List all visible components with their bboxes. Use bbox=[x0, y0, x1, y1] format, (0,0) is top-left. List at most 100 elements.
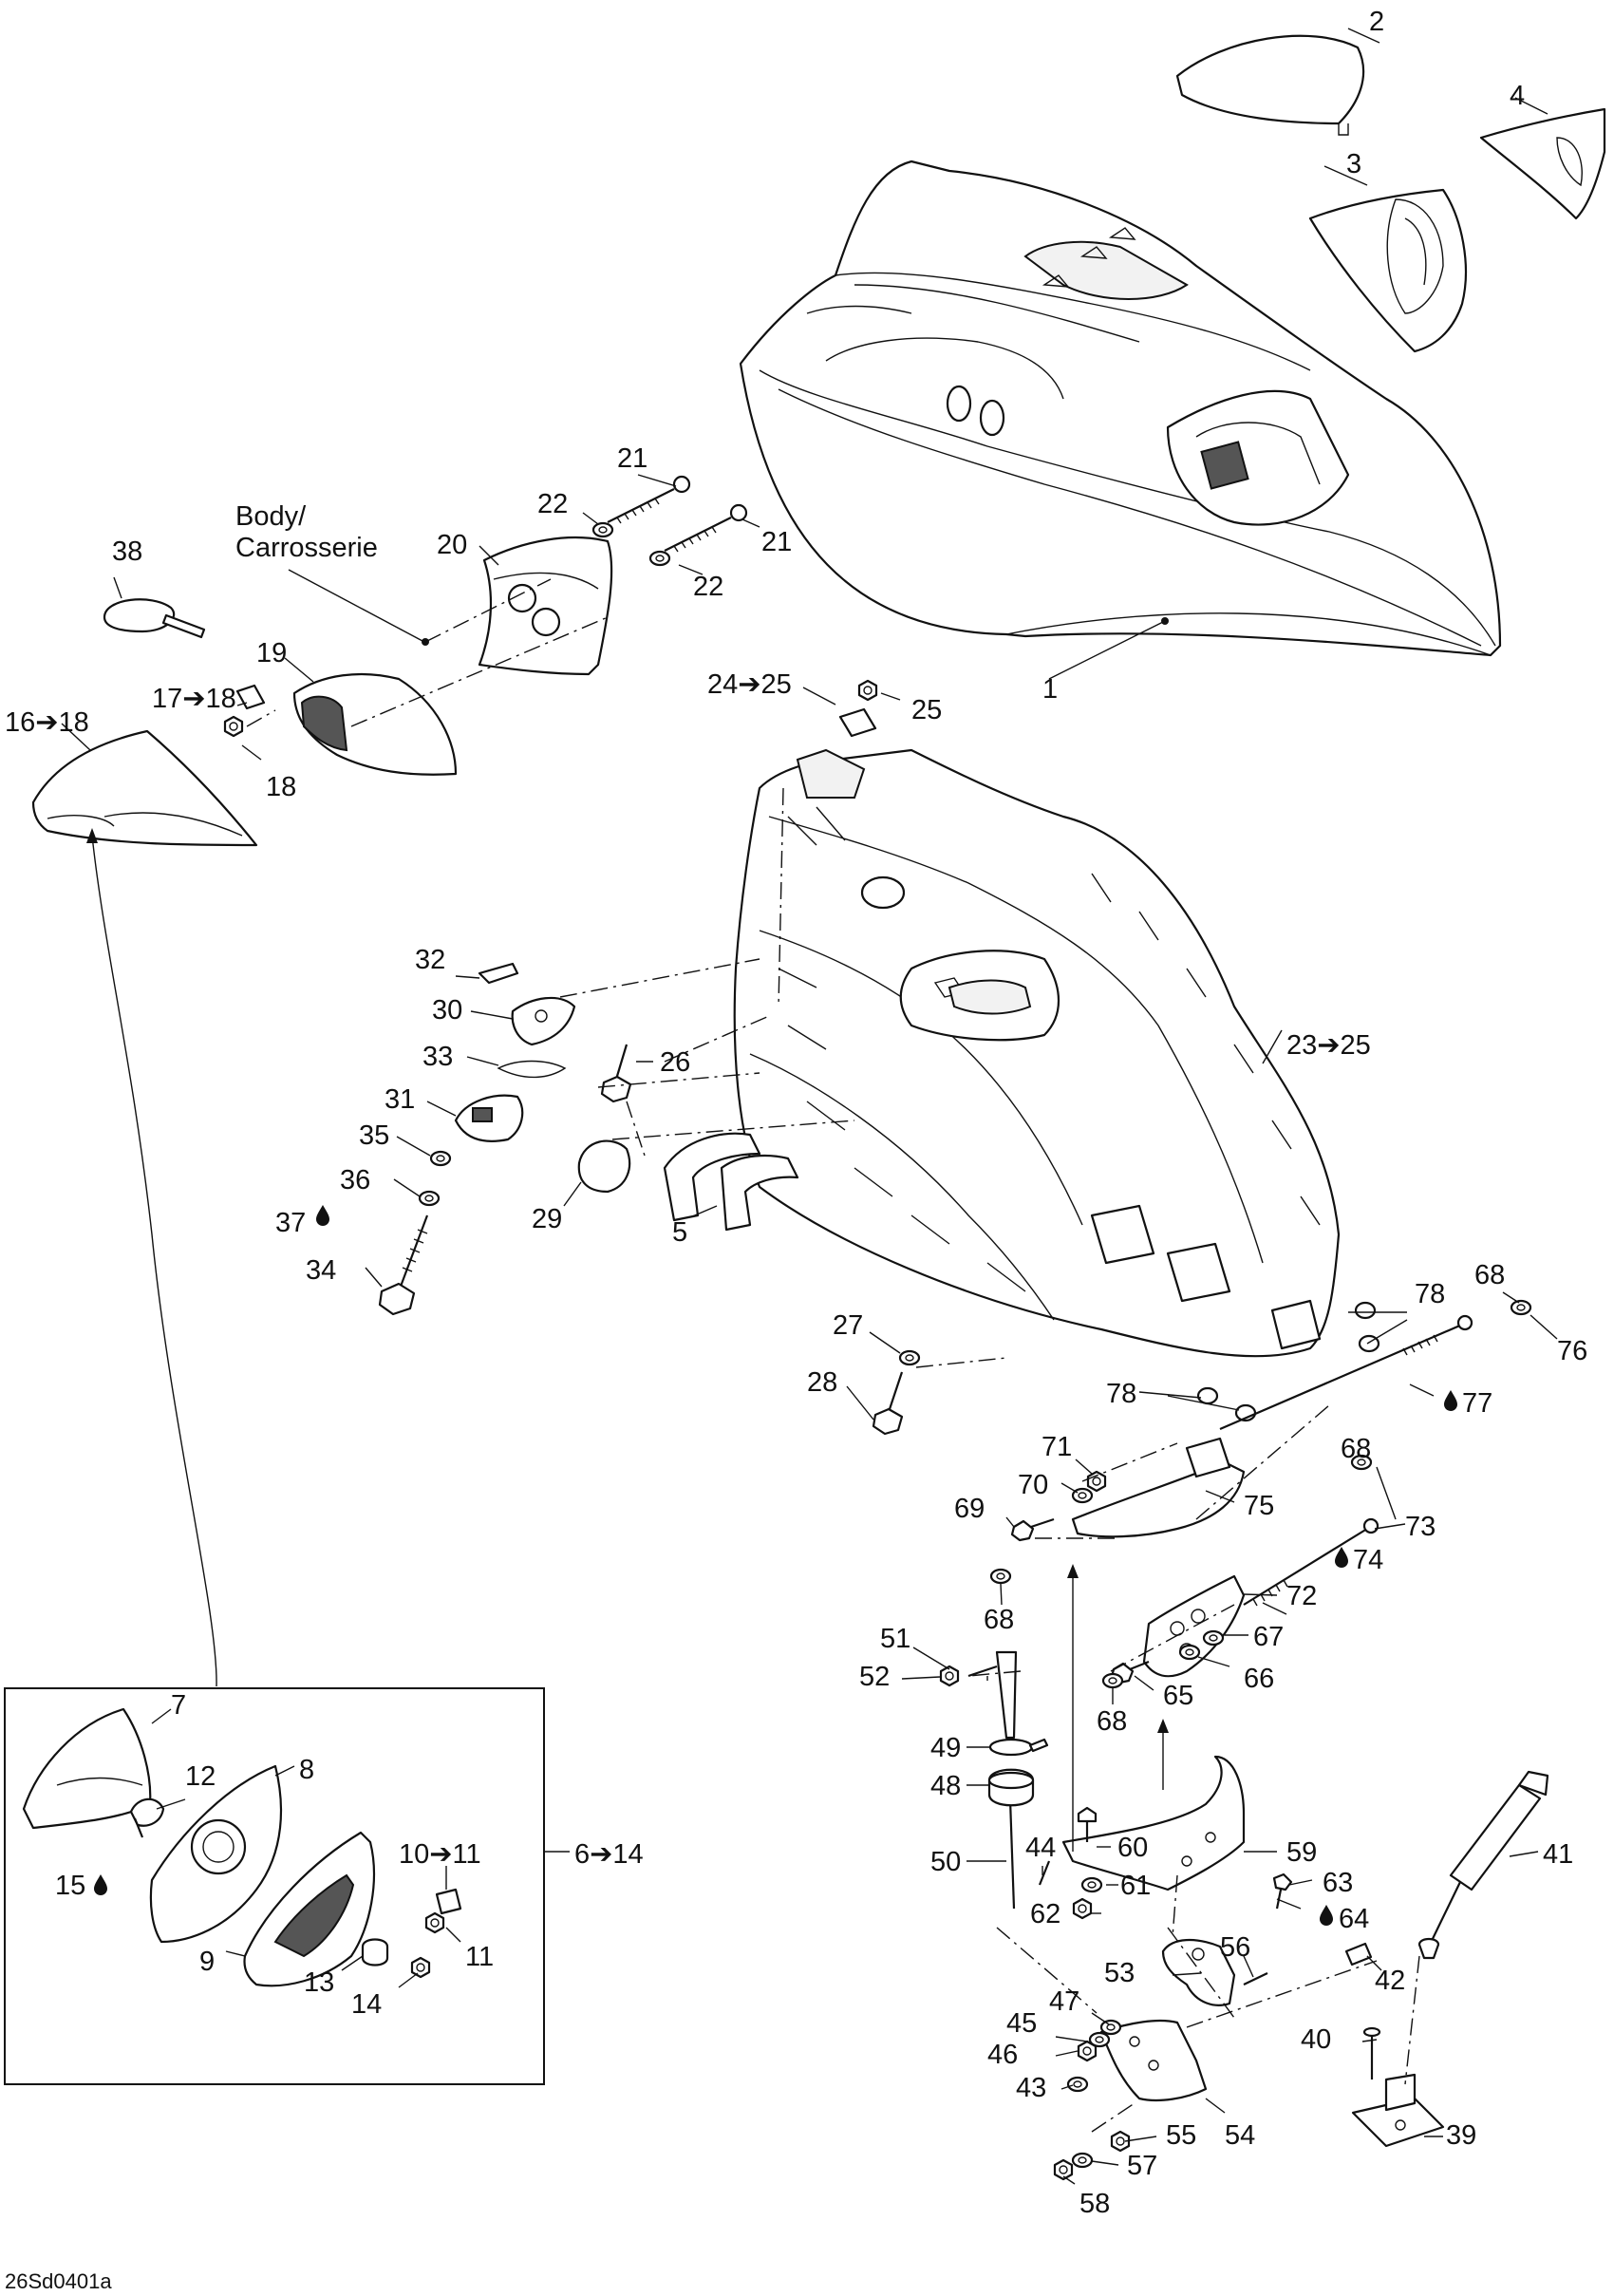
label-74: 74 bbox=[1353, 1545, 1383, 1575]
label-20: 20 bbox=[437, 530, 467, 560]
label-58: 58 bbox=[1079, 2189, 1110, 2219]
label-60: 60 bbox=[1117, 1833, 1148, 1863]
part-43-washer bbox=[1066, 2076, 1089, 2093]
part-9-mirror-housing bbox=[243, 1831, 376, 1987]
label-8: 8 bbox=[299, 1755, 314, 1785]
part-57-washer bbox=[1071, 2152, 1094, 2169]
part-30-latch bbox=[511, 996, 576, 1046]
label-1: 1 bbox=[1042, 674, 1058, 705]
part-68-washer-a bbox=[1510, 1299, 1532, 1316]
label-66: 66 bbox=[1244, 1664, 1274, 1694]
label-41: 41 bbox=[1543, 1839, 1573, 1870]
label-47: 47 bbox=[1049, 1986, 1079, 2017]
label-7: 7 bbox=[171, 1690, 186, 1721]
part-62-nut bbox=[1072, 1897, 1093, 1920]
part-51-bolt bbox=[967, 1665, 998, 1678]
part-27-washer bbox=[898, 1349, 921, 1366]
leader-lines bbox=[61, 28, 1558, 2185]
part-5-hose bbox=[663, 1132, 799, 1232]
part-11-nut bbox=[424, 1911, 445, 1934]
label-55: 55 bbox=[1166, 2120, 1196, 2151]
label-62: 62 bbox=[1030, 1899, 1060, 1929]
part-46-nut bbox=[1077, 2040, 1098, 2062]
part-36-washer bbox=[418, 1190, 441, 1207]
part-33-cable bbox=[497, 1060, 567, 1079]
label-50: 50 bbox=[930, 1847, 961, 1877]
part-4-trim bbox=[1479, 107, 1606, 220]
part-76-long-bolt bbox=[1219, 1314, 1473, 1431]
part-28-bolt bbox=[872, 1371, 904, 1436]
label-45: 45 bbox=[1006, 2008, 1037, 2039]
label-39: 39 bbox=[1446, 2120, 1476, 2151]
label-33: 33 bbox=[422, 1042, 453, 1072]
label-52: 52 bbox=[859, 1662, 890, 1692]
body-label-line1: Body/ bbox=[235, 501, 307, 532]
label-57: 57 bbox=[1127, 2151, 1157, 2181]
label-26: 26 bbox=[660, 1047, 690, 1078]
part-35-washer bbox=[429, 1150, 452, 1167]
part-12-knob bbox=[129, 1797, 165, 1838]
part-54-bracket bbox=[1099, 2019, 1208, 2102]
label-67: 67 bbox=[1253, 1622, 1284, 1652]
label-15: 15 bbox=[55, 1871, 85, 1901]
oil-drop-icon-15 bbox=[94, 1874, 107, 1895]
part-26-bolt bbox=[600, 1044, 632, 1103]
label-42: 42 bbox=[1375, 1966, 1405, 1996]
label-37: 37 bbox=[275, 1208, 306, 1238]
label-72: 72 bbox=[1286, 1581, 1317, 1611]
oil-drop-icon-64 bbox=[1320, 1905, 1333, 1926]
label-14: 14 bbox=[351, 1989, 382, 2020]
label-35: 35 bbox=[359, 1120, 389, 1151]
label-25: 25 bbox=[911, 695, 942, 725]
part-13-grommet bbox=[361, 1938, 389, 1967]
callout-labels: 1 2 3 4 5 6➔14 7 8 9 10➔11 11 12 13 14 1… bbox=[5, 7, 1587, 2293]
label-6: 6➔14 bbox=[574, 1839, 644, 1870]
part-40-rivet bbox=[1362, 2026, 1381, 2080]
part-21-bolt-lower bbox=[664, 503, 748, 553]
part-22-washer-upper bbox=[591, 521, 614, 538]
label-28: 28 bbox=[807, 1367, 837, 1398]
label-11: 11 bbox=[465, 1942, 494, 1972]
label-17: 17➔18 bbox=[152, 684, 236, 714]
part-14-nut bbox=[410, 1956, 431, 1979]
label-16: 16➔18 bbox=[5, 707, 89, 738]
oil-drop-icon-74 bbox=[1335, 1547, 1348, 1568]
label-49: 49 bbox=[930, 1733, 961, 1763]
part-75-arm bbox=[1071, 1437, 1246, 1538]
part-66-washer bbox=[1178, 1644, 1201, 1661]
part-71-nut bbox=[1086, 1470, 1107, 1493]
part-16-mirror-cover bbox=[31, 729, 258, 847]
part-67-washer bbox=[1202, 1629, 1225, 1647]
part-25-nut-top bbox=[857, 679, 878, 702]
label-43: 43 bbox=[1016, 2073, 1046, 2103]
label-4: 4 bbox=[1510, 81, 1525, 111]
label-78a: 78 bbox=[1415, 1279, 1445, 1309]
label-56: 56 bbox=[1220, 1932, 1250, 1963]
label-12: 12 bbox=[185, 1761, 216, 1792]
label-34: 34 bbox=[306, 1255, 336, 1286]
part-47-washer bbox=[1099, 2019, 1122, 2036]
label-51: 51 bbox=[880, 1624, 910, 1654]
label-65: 65 bbox=[1163, 1681, 1193, 1711]
part-49-clip bbox=[988, 1738, 1049, 1757]
part-29-cap bbox=[577, 1139, 631, 1194]
part-50-rod bbox=[995, 1650, 1018, 1910]
label-40: 40 bbox=[1301, 2024, 1331, 2055]
part-34-bolt bbox=[378, 1214, 429, 1316]
label-21b: 21 bbox=[761, 527, 792, 557]
label-53: 53 bbox=[1104, 1958, 1135, 1988]
part-10-clip bbox=[435, 1888, 462, 1915]
label-54: 54 bbox=[1225, 2120, 1255, 2151]
label-73: 73 bbox=[1405, 1512, 1436, 1542]
part-20-mirror-bracket bbox=[478, 536, 613, 676]
label-59: 59 bbox=[1286, 1837, 1317, 1868]
part-41-gas-spring bbox=[1417, 1770, 1549, 1960]
part-1-hood bbox=[739, 160, 1502, 657]
label-63: 63 bbox=[1323, 1868, 1353, 1898]
label-29: 29 bbox=[532, 1204, 562, 1234]
label-32: 32 bbox=[415, 945, 445, 975]
label-68d: 68 bbox=[1097, 1706, 1127, 1737]
label-3: 3 bbox=[1346, 149, 1361, 179]
label-2: 2 bbox=[1369, 7, 1384, 37]
part-68-washer-d bbox=[1101, 1672, 1124, 1689]
